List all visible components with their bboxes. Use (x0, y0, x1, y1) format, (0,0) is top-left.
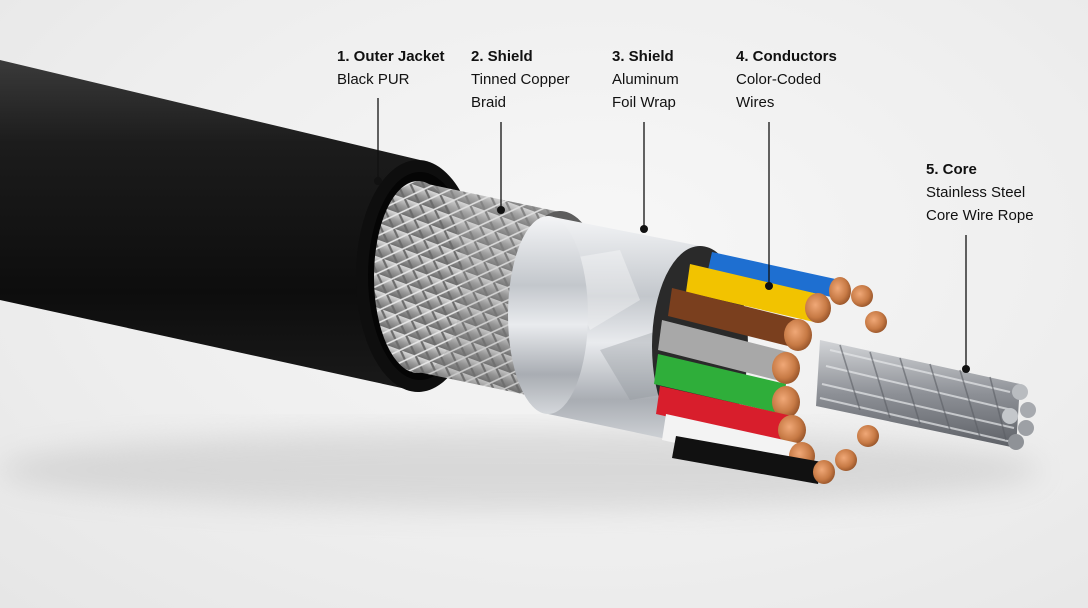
leader-dot-foil-shield (640, 225, 648, 233)
callout-text: Tinned Copper (471, 71, 570, 88)
ground-shadow (0, 430, 1040, 510)
copper-strand-ends (835, 285, 887, 471)
leader-dots (374, 177, 970, 373)
callout-conductors: 4. Conductors Color-Coded Wires (736, 45, 837, 114)
callout-title: 1. Outer Jacket (337, 48, 445, 65)
wire-blue (708, 252, 851, 305)
wire-green (654, 354, 800, 418)
leader-dot-outer-jacket (374, 177, 382, 185)
wire-yellow (686, 264, 831, 323)
wire-black (672, 436, 835, 484)
leader-dot-core (962, 365, 970, 373)
callout-outer-jacket: 1. Outer Jacket Black PUR (337, 45, 445, 91)
leader-dot-conductors (765, 282, 773, 290)
callout-title: 3. Shield (612, 48, 674, 65)
callout-text: Stainless Steel (926, 184, 1026, 201)
callout-title: 2. Shield (471, 48, 533, 65)
steel-core (816, 340, 1036, 450)
steel-core-end (1002, 384, 1036, 450)
leader-dot-braid-shield (497, 206, 505, 214)
callout-text: Black PUR (337, 71, 410, 88)
callout-title: 5. Core (926, 161, 977, 178)
callout-foil-shield: 3. Shield Aluminum Foil Wrap (612, 45, 679, 114)
callout-braid-shield: 2. Shield Tinned Copper Braid (471, 45, 570, 114)
leader-lines (377, 98, 967, 368)
callout-core: 5. Core Stainless Steel Core Wire Rope (926, 158, 1034, 227)
callout-title: 4. Conductors (736, 48, 837, 65)
wire-red (656, 386, 806, 445)
callout-text: Color-Coded (736, 71, 822, 88)
callout-text: Braid (471, 94, 507, 111)
callout-text: Core Wire Rope (926, 207, 1034, 224)
callout-text: Foil Wrap (612, 94, 676, 111)
callout-text: Aluminum (612, 71, 679, 88)
conductors (654, 252, 887, 484)
wire-brown (668, 288, 812, 351)
callout-text: Wires (736, 94, 775, 111)
wire-grey (658, 320, 800, 384)
